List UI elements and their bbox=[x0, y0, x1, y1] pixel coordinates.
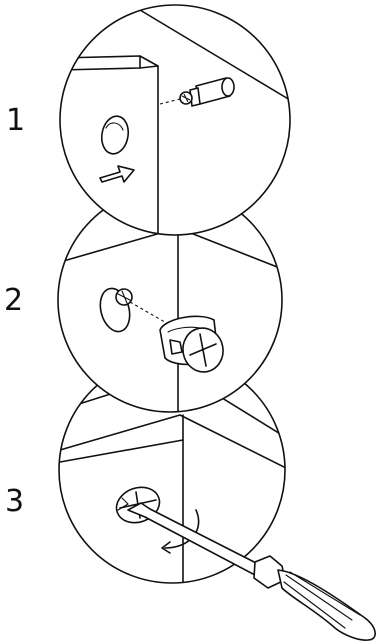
step-number-2: 2 bbox=[4, 286, 23, 316]
step-number-3: 3 bbox=[5, 487, 24, 517]
step-1-panel bbox=[60, 5, 290, 235]
step-number-1: 1 bbox=[6, 106, 25, 136]
